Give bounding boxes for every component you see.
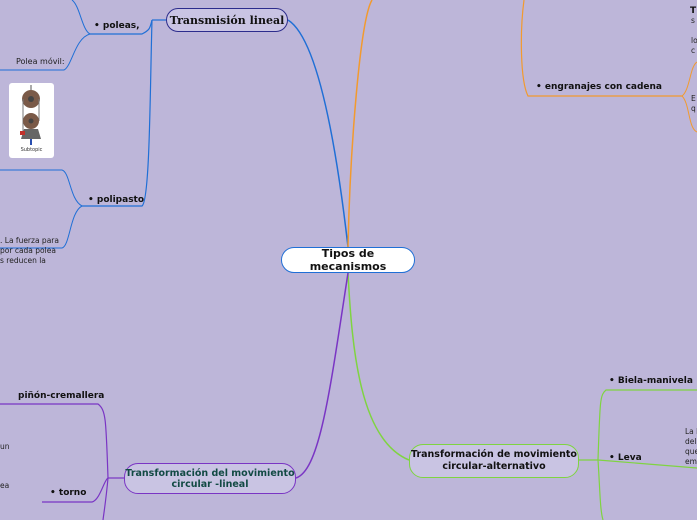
topic-circular-alternativo-line1: Transformación de movimiento bbox=[411, 449, 577, 460]
fragment-s: s bbox=[691, 16, 695, 25]
subtopic-polea-movil[interactable]: Polea móvil: bbox=[16, 57, 65, 66]
fragment-T: T bbox=[690, 6, 697, 16]
topic-transmision-lineal[interactable]: Transmisión lineal bbox=[166, 8, 288, 32]
topic-circular-alternativo[interactable]: Transformación de movimiento circular-al… bbox=[409, 444, 579, 478]
polipasto-text-1: . La fuerza para bbox=[0, 236, 59, 245]
link-central-orange bbox=[347, 0, 373, 248]
fragment-que: que bbox=[685, 447, 697, 456]
polipasto-text-2: por cada polea bbox=[0, 246, 56, 255]
topic-circular-lineal-line2: circular -lineal bbox=[171, 478, 249, 490]
topic-transmision-label: Transmisión lineal bbox=[169, 13, 285, 27]
subtopic-polipasto[interactable]: • polipasto bbox=[88, 195, 145, 205]
fragment-del: del bbox=[685, 437, 697, 446]
link-circlin-down bbox=[102, 477, 109, 520]
fragment-em: em bbox=[685, 457, 697, 466]
pulley-illustration bbox=[20, 85, 41, 145]
link-central-transmision bbox=[287, 19, 349, 248]
fragment-un: un bbox=[0, 442, 10, 451]
image-caption: Subtopic bbox=[20, 147, 43, 153]
topic-circular-alternativo-line2: circular-alternativo bbox=[442, 461, 546, 472]
link-circalt-down bbox=[597, 459, 604, 520]
subtopic-biela-manivela[interactable]: • Biela-manivela bbox=[609, 376, 693, 386]
link-transmision-polipasto bbox=[82, 19, 153, 207]
fragment-ea: ea bbox=[0, 481, 10, 490]
link-engranajes-up bbox=[681, 61, 697, 97]
subtopic-leva[interactable]: • Leva bbox=[609, 453, 642, 463]
subtopic-pinon-cremallera[interactable]: piñón-cremallera bbox=[18, 391, 105, 401]
central-topic-label: Tipos de mecanismos bbox=[309, 247, 387, 273]
link-polipasto-image bbox=[0, 169, 83, 207]
link-circlin-torno bbox=[42, 477, 109, 503]
fragment-lo: lo bbox=[691, 36, 697, 45]
link-poleas-movil bbox=[0, 33, 91, 71]
polipasto-text-3: s reducen la bbox=[0, 256, 46, 265]
link-central-green bbox=[347, 272, 410, 461]
topic-circular-lineal[interactable]: Transformación del movimiento circular -… bbox=[124, 463, 296, 494]
link-orange-right bbox=[520, 0, 682, 97]
link-central-purple bbox=[295, 272, 349, 479]
fragment-E: E bbox=[691, 94, 696, 103]
link-engranajes-down bbox=[681, 95, 697, 133]
link-circalt-leva bbox=[597, 459, 697, 469]
link-circalt-biela bbox=[597, 389, 697, 461]
link-poleas-up bbox=[71, 0, 91, 35]
subtopic-torno[interactable]: • torno bbox=[50, 488, 87, 498]
fragment-q: q bbox=[691, 104, 696, 113]
topic-circular-lineal-line1: Transformación del movimiento bbox=[125, 467, 295, 479]
subtopic-poleas[interactable]: • poleas, bbox=[94, 21, 140, 31]
link-polipasto-text bbox=[0, 205, 83, 249]
fragment-la: La l bbox=[685, 427, 697, 436]
subtopic-engranajes-cadena[interactable]: • engranajes con cadena bbox=[536, 82, 663, 92]
fragment-c: c bbox=[691, 46, 696, 55]
subtopic-image-polipasto[interactable]: Subtopic bbox=[9, 83, 54, 158]
link-circlin-pinon bbox=[0, 403, 109, 479]
central-topic[interactable]: Tipos de mecanismos bbox=[281, 247, 415, 273]
